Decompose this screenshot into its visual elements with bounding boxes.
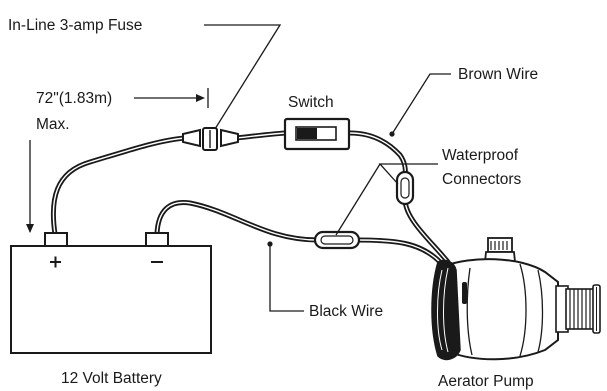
brown-wire [402, 197, 451, 265]
switch-label: Switch [288, 94, 334, 111]
black-wire-label: Black Wire [309, 303, 383, 320]
battery [10, 232, 212, 354]
switch-box [283, 117, 351, 151]
positive-wire [50, 130, 288, 237]
length-indicator [26, 88, 209, 233]
length-label-line2: Max. [36, 116, 70, 133]
inline-fuse [182, 127, 239, 151]
brown-wire-label: Brown Wire [458, 66, 538, 83]
waterproof-connectors-label-line2: Connectors [442, 171, 522, 188]
battery-label: 12 Volt Battery [61, 370, 162, 387]
fuse-label: In-Line 3-amp Fuse [8, 17, 142, 34]
waterproof-connector-black [313, 230, 361, 250]
brown-wire-leader [389, 73, 451, 137]
pump-label: Aerator Pump [438, 373, 534, 390]
switch-to-brown-wire [347, 130, 408, 179]
waterproof-connectors-label-line1: Waterproof [442, 147, 519, 164]
black-wire-leader [267, 241, 304, 312]
waterproof-connector-brown [395, 170, 415, 206]
black-wire [154, 199, 443, 265]
waterproof-connectors-leader [335, 163, 438, 236]
length-label-line1: 72"(1.83m) [36, 90, 112, 107]
fuse-leader [204, 24, 282, 130]
aerator-pump [431, 237, 601, 361]
